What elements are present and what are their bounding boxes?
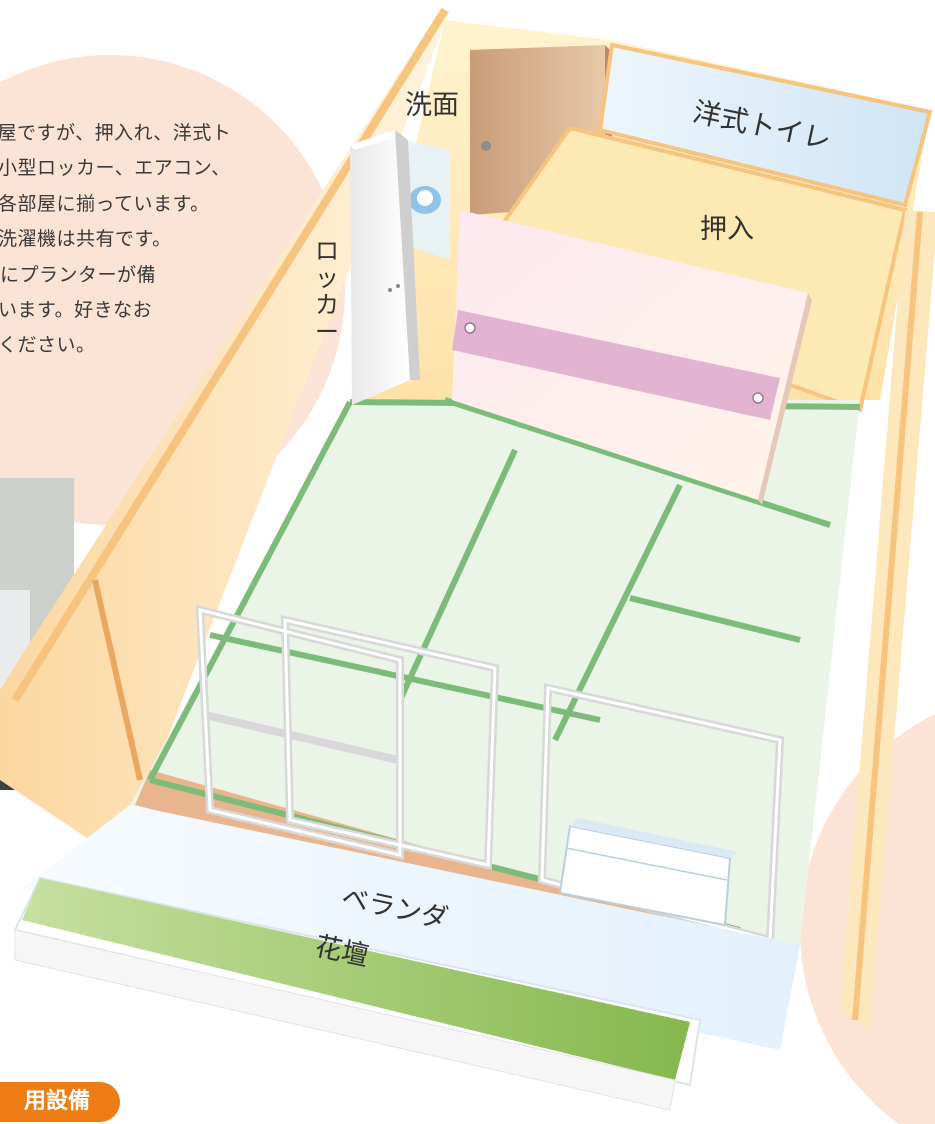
section-badge-label: 用設備 bbox=[23, 1089, 90, 1114]
section-badge: 用設備 bbox=[0, 1082, 120, 1122]
sink bbox=[405, 140, 450, 260]
description-line: います。好きなお bbox=[0, 299, 153, 322]
left-wall-edge bbox=[92, 579, 143, 781]
description-line: 各部屋に揃っています。 bbox=[0, 192, 210, 215]
left-wall-edge bbox=[11, 7, 449, 703]
description-line: ください。 bbox=[0, 334, 96, 357]
locker-label-char: カ bbox=[315, 291, 339, 319]
description-line: 小型ロッカー、エアコン、 bbox=[0, 157, 231, 180]
veranda bbox=[20, 805, 800, 1050]
description-line: にプランターが備 bbox=[0, 263, 157, 286]
washroom-label: 洗面 bbox=[405, 90, 459, 121]
locker-label-char: ー bbox=[315, 318, 339, 346]
closet-label: 押入 bbox=[700, 214, 754, 245]
flowerbed bbox=[13, 876, 702, 1111]
closet-door bbox=[452, 210, 812, 505]
locker bbox=[350, 130, 420, 405]
room-description: 部屋ですが、押入れ、洋式ト 小型ロッカー、エアコン、 各部屋に揃っています。 洗… bbox=[0, 116, 340, 364]
locker-label-char: ロ bbox=[315, 237, 339, 265]
right-wall-edge bbox=[852, 211, 923, 1021]
description-line: 洗濯機は共有です。 bbox=[0, 228, 172, 251]
locker-label: ロ ッ カ ー bbox=[312, 238, 342, 346]
ac-outdoor-unit bbox=[558, 818, 738, 927]
description-line: 部屋ですが、押入れ、洋式ト bbox=[0, 122, 232, 144]
locker-label-char: ッ bbox=[315, 264, 339, 292]
toilet-panel bbox=[597, 42, 933, 208]
